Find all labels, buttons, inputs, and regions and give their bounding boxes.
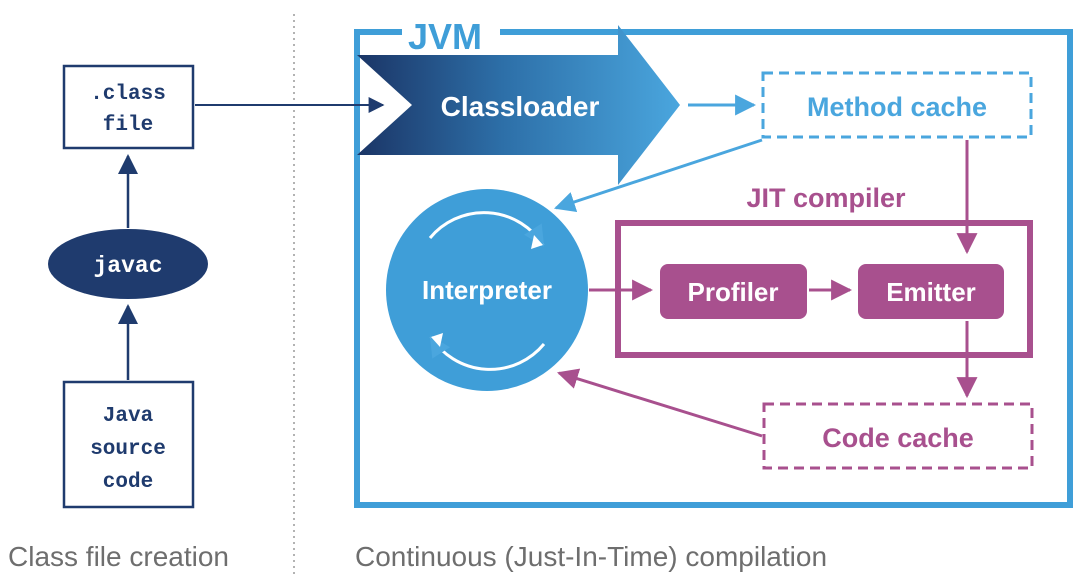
class-file-label-2: file xyxy=(103,114,153,137)
method-cache-label: Method cache xyxy=(807,92,987,122)
java-source-label-1: Java xyxy=(103,405,154,428)
profiler-node: Profiler xyxy=(660,264,807,319)
code-cache-label: Code cache xyxy=(822,423,974,453)
jvm-title: JVM xyxy=(408,16,482,57)
jvm-frame xyxy=(354,29,1073,508)
cycle-bottom-arrow xyxy=(429,335,546,371)
classloader-arrow: Classloader xyxy=(357,25,680,185)
left-caption: Class file creation xyxy=(8,541,229,572)
javac-label: javac xyxy=(93,253,162,279)
class-file-node: .class file xyxy=(62,64,195,150)
java-source-label-2: source xyxy=(90,438,166,461)
class-file-label-1: .class xyxy=(90,83,166,106)
java-source-node: Java source code xyxy=(62,380,195,509)
interpreter-label: Interpreter xyxy=(422,275,552,305)
arrow-code-cache-to-interpreter xyxy=(556,368,763,438)
interpreter-node: Interpreter xyxy=(386,189,588,391)
java-source-label-3: code xyxy=(103,471,153,494)
right-caption: Continuous (Just-In-Time) compilation xyxy=(355,541,827,572)
arrow-method-cache-to-interpreter xyxy=(554,138,763,213)
jit-compiler-title: JIT compiler xyxy=(746,183,906,213)
method-cache-node: Method cache xyxy=(761,71,1033,139)
javac-node: javac xyxy=(48,229,208,299)
cycle-top-arrowhead xyxy=(531,235,543,249)
profiler-label: Profiler xyxy=(687,277,778,307)
code-cache-node: Code cache xyxy=(762,402,1034,470)
cycle-top-arrow xyxy=(428,211,545,247)
emitter-label: Emitter xyxy=(886,277,976,307)
classloader-label: Classloader xyxy=(441,91,600,122)
cycle-bottom-arrowhead xyxy=(431,333,443,347)
emitter-node: Emitter xyxy=(858,264,1004,319)
